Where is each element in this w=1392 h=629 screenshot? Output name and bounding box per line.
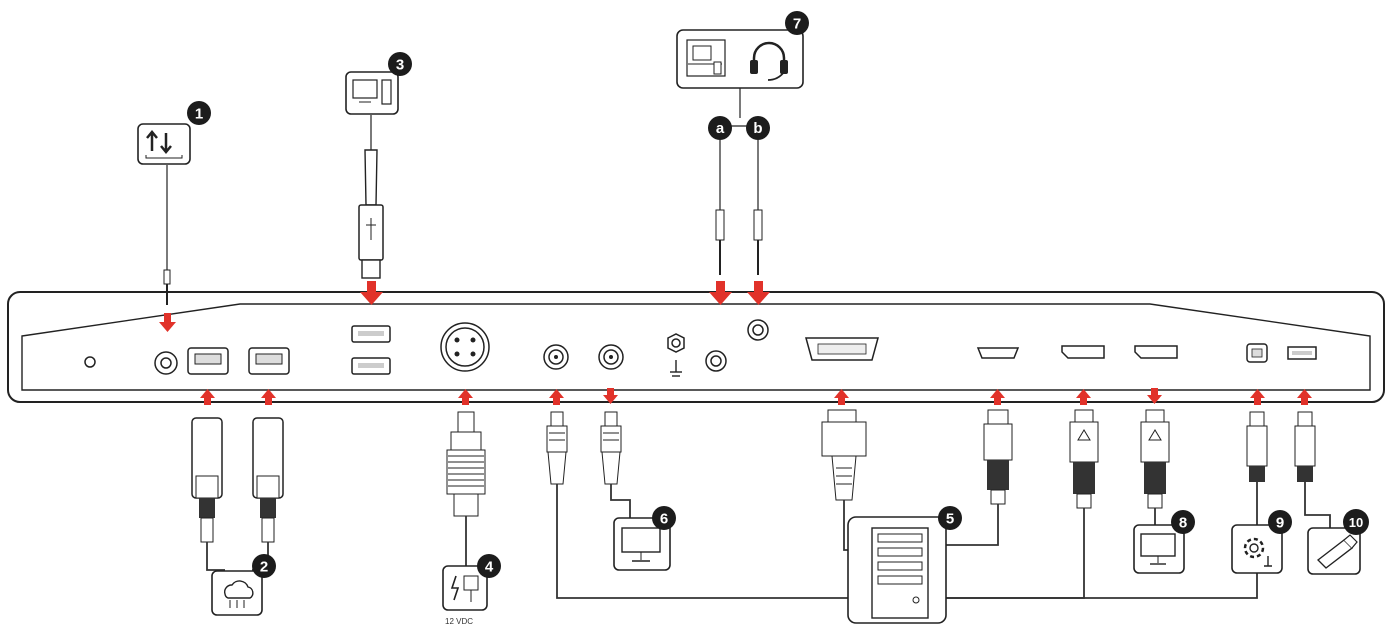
callout-1: 1 — [187, 101, 211, 125]
data-transfer-icon — [137, 123, 191, 165]
power-supply-icon — [442, 565, 488, 611]
hdmi-cable — [945, 409, 1013, 546]
usb-cable — [358, 115, 384, 279]
callout-label: 1 — [195, 106, 203, 123]
callout-5: 5 — [938, 506, 962, 530]
network-cable-1 — [191, 417, 225, 571]
arrow-up — [1297, 389, 1312, 405]
hdmi-port — [976, 347, 1020, 359]
usb-b-port — [1246, 343, 1268, 363]
callout-label: 9 — [1276, 515, 1284, 532]
power-cable — [446, 411, 486, 566]
displayport-out-port — [1134, 345, 1178, 359]
computer-tower-icon — [847, 516, 947, 624]
ground-terminal — [667, 333, 685, 377]
callout-7a: a — [708, 116, 732, 140]
workstation-icon — [686, 39, 726, 77]
settings-service-icon — [1231, 524, 1283, 574]
power-voltage-label: 12 VDC — [445, 617, 473, 626]
usb-a-cable — [1294, 411, 1331, 528]
monitor-icon — [1133, 524, 1185, 574]
arrow-up — [990, 389, 1005, 405]
bnc-port-1 — [543, 344, 569, 370]
callout-sublabel: b — [753, 120, 762, 137]
dvi-port — [805, 337, 879, 361]
arrow-up — [834, 389, 849, 405]
callout-label: 2 — [260, 559, 268, 576]
callout-7: 7 — [785, 11, 809, 35]
bnc-cable-2 — [600, 411, 631, 518]
arrow-up — [458, 389, 473, 405]
pc-tower-icon — [345, 71, 399, 115]
callout-sublabel: a — [716, 120, 725, 137]
device-back-panel — [7, 291, 1385, 403]
callout-8: 8 — [1171, 510, 1195, 534]
connection-arrows — [159, 281, 1312, 405]
network-port-1 — [187, 347, 229, 375]
arrow-up — [200, 389, 215, 405]
callout-label: 3 — [396, 57, 404, 74]
network-cloud-icon — [211, 570, 263, 616]
callout-6: 6 — [652, 506, 676, 530]
arrow-up — [1250, 389, 1265, 405]
callout-label: 10 — [1349, 515, 1363, 530]
status-led — [84, 356, 96, 368]
network-port-2 — [248, 347, 290, 375]
arrow-down — [360, 281, 383, 305]
displayport-out-cable — [1140, 409, 1170, 525]
arrow-down — [1147, 388, 1162, 404]
callout-label: 5 — [946, 511, 954, 528]
callout-label: 4 — [485, 559, 494, 576]
monitor-icon — [613, 517, 671, 571]
callout-label: 6 — [660, 511, 668, 528]
arrow-up — [261, 389, 276, 405]
arrow-down — [159, 313, 176, 332]
usb-b-cable — [945, 411, 1268, 599]
headset-icon — [750, 41, 788, 81]
bnc-cable-1 — [546, 411, 860, 599]
network-cable-2 — [252, 417, 284, 571]
arrow-up — [1076, 389, 1091, 405]
callout-7b: b — [746, 116, 770, 140]
arrow-down — [709, 281, 732, 305]
arrow-down — [747, 281, 770, 305]
callout-label: 7 — [793, 16, 801, 33]
callout-10: 10 — [1343, 509, 1369, 535]
panel-ports — [84, 319, 1317, 377]
audio-device-box — [676, 29, 804, 89]
usb-port-stack — [351, 325, 391, 375]
callout-label: 8 — [1179, 515, 1187, 532]
callout-3: 3 — [388, 52, 412, 76]
bnc-port-2 — [598, 344, 624, 370]
callout-4: 4 — [477, 554, 501, 578]
usb-a-port — [1287, 346, 1317, 360]
displayport-in-cable — [945, 409, 1099, 599]
data-transfer-cable — [163, 165, 171, 305]
displayport-in-port — [1061, 345, 1105, 359]
usb-stick-icon — [1307, 527, 1361, 575]
callout-9: 9 — [1268, 510, 1292, 534]
arrow-up — [549, 389, 564, 405]
power-connector-port — [440, 322, 490, 372]
audio-cable-b — [753, 140, 763, 275]
arrow-down — [603, 388, 618, 404]
audio-cable-a — [715, 140, 725, 275]
callout-2: 2 — [252, 554, 276, 578]
